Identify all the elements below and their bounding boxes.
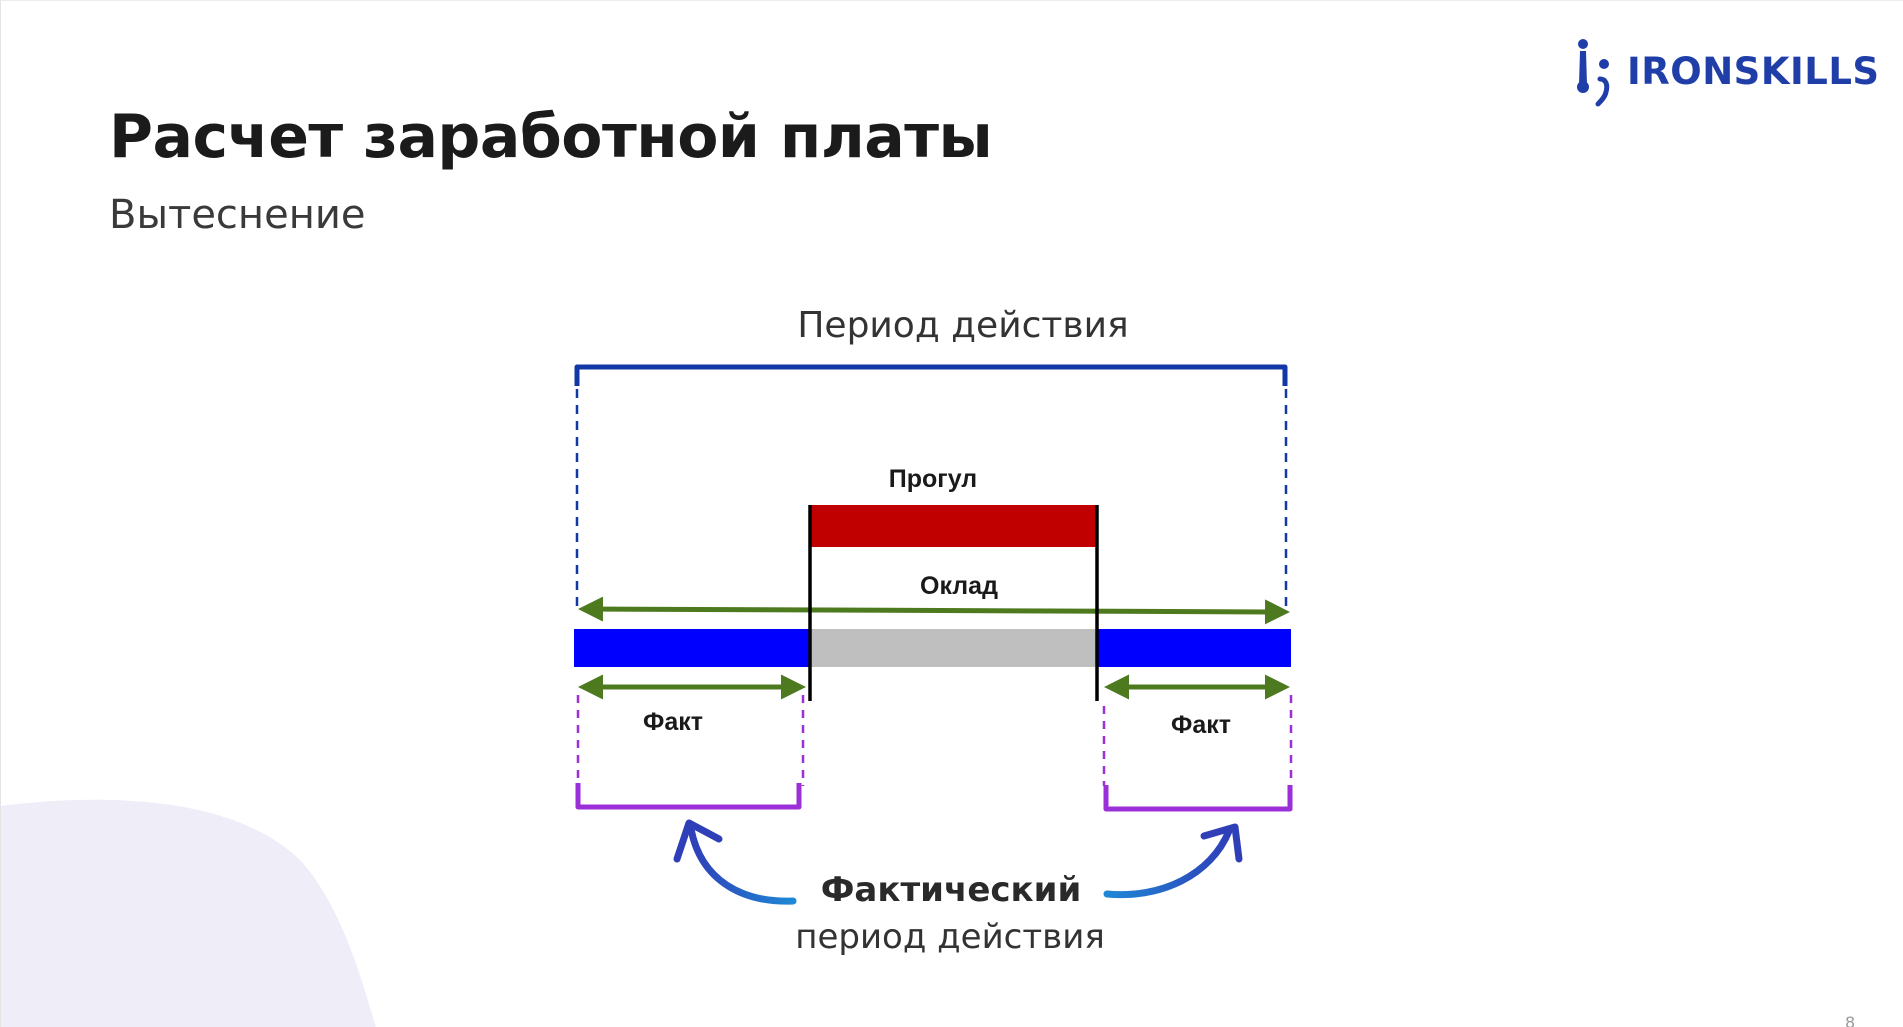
page-title: Расчет заработной платы [109, 102, 993, 172]
ironskills-mark-icon [1577, 39, 1610, 107]
fact-label-left: Факт [643, 708, 703, 736]
actual-period-label-bold: Фактический [821, 870, 1082, 910]
absence-bar [809, 505, 1097, 547]
page-number: 8 [1845, 1013, 1856, 1027]
actual-period-label: период действия [795, 917, 1105, 957]
curved-arrow-right [1103, 827, 1233, 899]
absence-label: Прогул [889, 465, 977, 493]
salary-arrow [578, 596, 1290, 625]
salary-bar-gap [810, 629, 1097, 667]
ironskills-logo: IRONSKILLS [1573, 35, 1880, 107]
fact-bracket-right [1103, 785, 1293, 812]
salary-label: Оклад [920, 572, 998, 600]
page-subtitle: Вытеснение [109, 192, 366, 238]
period-bracket [574, 364, 1288, 386]
fact-bracket-left [575, 783, 802, 810]
curved-arrow-left-head [673, 819, 723, 863]
curved-arrow-left [687, 825, 797, 905]
fact-label-right: Факт [1171, 711, 1231, 739]
period-label: Период действия [797, 305, 1128, 346]
salary-bar-right [1097, 629, 1291, 667]
logo-text: IRONSKILLS [1627, 49, 1880, 93]
curved-arrow-right-head [1200, 823, 1243, 863]
salary-bar-left [574, 629, 810, 667]
